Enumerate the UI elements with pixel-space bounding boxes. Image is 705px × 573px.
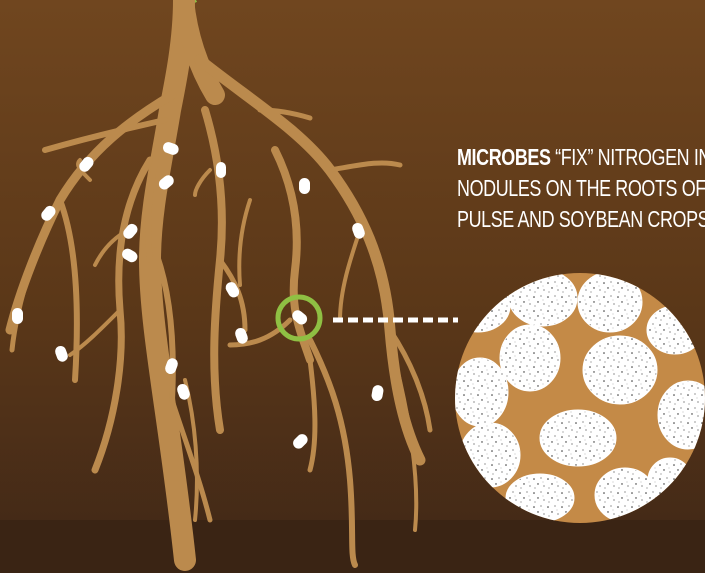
nodule (299, 178, 310, 194)
caption: MICROBES “FIX” NITROGEN IN NODULES ON TH… (457, 142, 691, 235)
nodule (216, 162, 226, 178)
bacteroid-cell (583, 336, 657, 404)
caption-highlight: MICROBES (457, 144, 551, 170)
bacteroid-cell (540, 410, 616, 466)
caption-line-1-rest: “FIX” NITROGEN IN (551, 144, 705, 170)
bacteroid-cell (452, 358, 508, 426)
caption-line-3: PULSE AND SOYBEAN CROPS. (457, 204, 691, 235)
bacteroid-cell (500, 325, 560, 391)
caption-line-1: MICROBES “FIX” NITROGEN IN (457, 142, 691, 173)
caption-line-2: NODULES ON THE ROOTS OF (457, 173, 691, 204)
nodule (12, 308, 23, 324)
